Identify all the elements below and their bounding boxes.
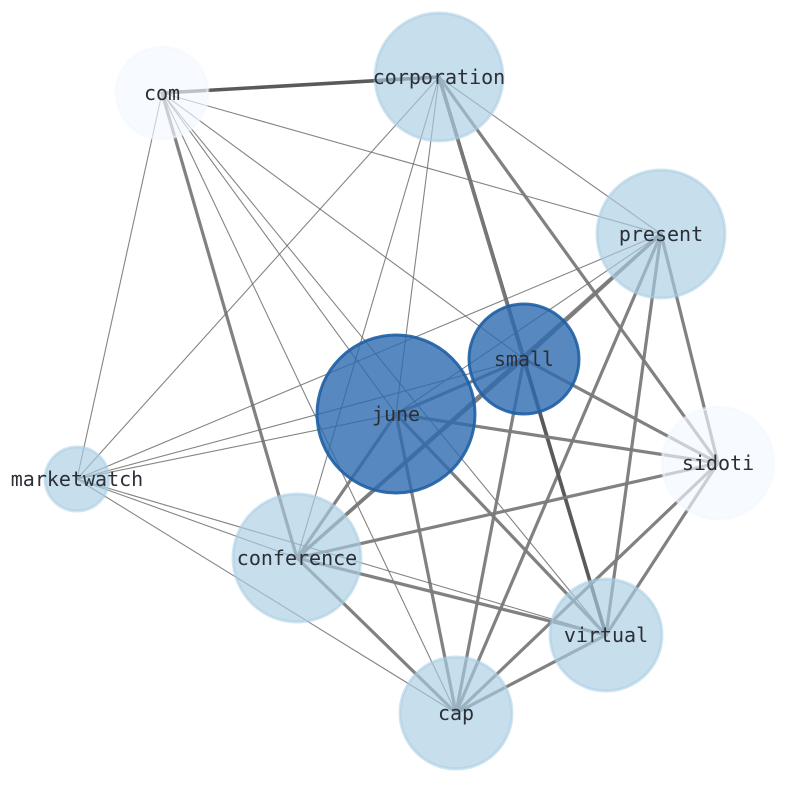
node-label-cap: cap (438, 701, 474, 725)
node-june[interactable] (315, 333, 477, 495)
node-small[interactable] (467, 302, 581, 416)
node-label-conference: conference (237, 546, 357, 570)
edge-com-marketwatch (76, 92, 163, 480)
edge-sidoti-conference (295, 461, 720, 560)
nodes-layer (43, 11, 776, 771)
edge-present-virtual (604, 232, 663, 637)
node-marketwatch[interactable] (43, 445, 111, 513)
node-label-sidoti: sidoti (682, 451, 754, 475)
node-com[interactable] (114, 45, 210, 141)
edge-corporation-conference (296, 76, 440, 559)
node-present[interactable] (595, 168, 727, 300)
node-cap[interactable] (398, 655, 514, 771)
node-label-marketwatch: marketwatch (11, 467, 143, 491)
node-sidoti[interactable] (660, 405, 776, 521)
node-corporation[interactable] (373, 11, 505, 143)
edge-com-present (161, 92, 662, 235)
node-conference[interactable] (231, 492, 363, 624)
edge-com-small (161, 92, 525, 360)
node-virtual[interactable] (548, 577, 664, 693)
node-label-june: june (372, 402, 420, 426)
edge-small-cap (454, 357, 526, 715)
node-label-present: present (619, 222, 703, 246)
labels-layer: corporation com present small june sidoti mark… (11, 65, 754, 725)
node-label-com: com (144, 81, 180, 105)
node-label-virtual: virtual (564, 623, 648, 647)
edge-corporation-marketwatch (76, 76, 440, 480)
edge-com-cap (161, 92, 457, 714)
node-label-corporation: corporation (373, 65, 505, 89)
node-label-small: small (494, 347, 554, 371)
edge-corporation-sidoti (437, 75, 720, 465)
edge-com-conference (160, 91, 299, 560)
